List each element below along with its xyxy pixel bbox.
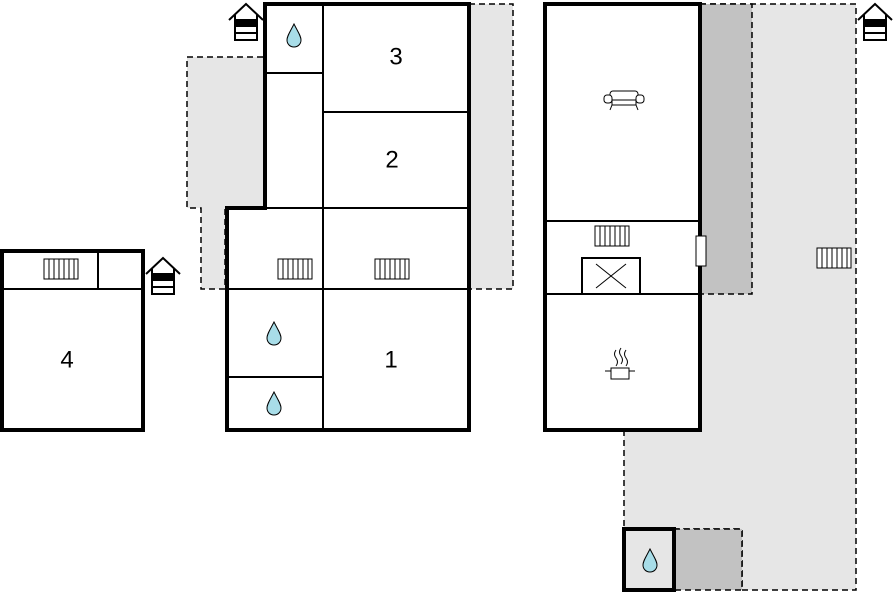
radiator-icon <box>43 258 79 280</box>
house-entrance-icon <box>145 257 181 295</box>
radiator-icon <box>374 258 410 280</box>
room-label-3: 3 <box>389 43 402 70</box>
water-drop-icon <box>266 321 282 346</box>
covered-annex-area <box>673 528 743 591</box>
building-four <box>0 249 145 432</box>
radiator-icon <box>594 225 630 247</box>
sofa-icon <box>603 90 645 111</box>
house-entrance-icon <box>228 3 264 41</box>
room-label-4: 4 <box>60 346 73 373</box>
room-label-2: 2 <box>385 146 398 173</box>
main-building <box>225 2 471 432</box>
radiator-icon <box>277 258 313 280</box>
annex-building <box>622 527 676 592</box>
right-building <box>543 2 707 432</box>
door-icon <box>695 235 707 267</box>
terrace-area-east <box>468 3 514 290</box>
room-label-1: 1 <box>384 346 397 373</box>
water-drop-icon <box>286 23 302 48</box>
covered-area <box>699 3 753 295</box>
radiator-icon <box>816 247 852 269</box>
house-entrance-icon <box>857 3 893 41</box>
water-drop-icon <box>266 391 282 416</box>
cooking-pot-icon <box>605 347 635 380</box>
